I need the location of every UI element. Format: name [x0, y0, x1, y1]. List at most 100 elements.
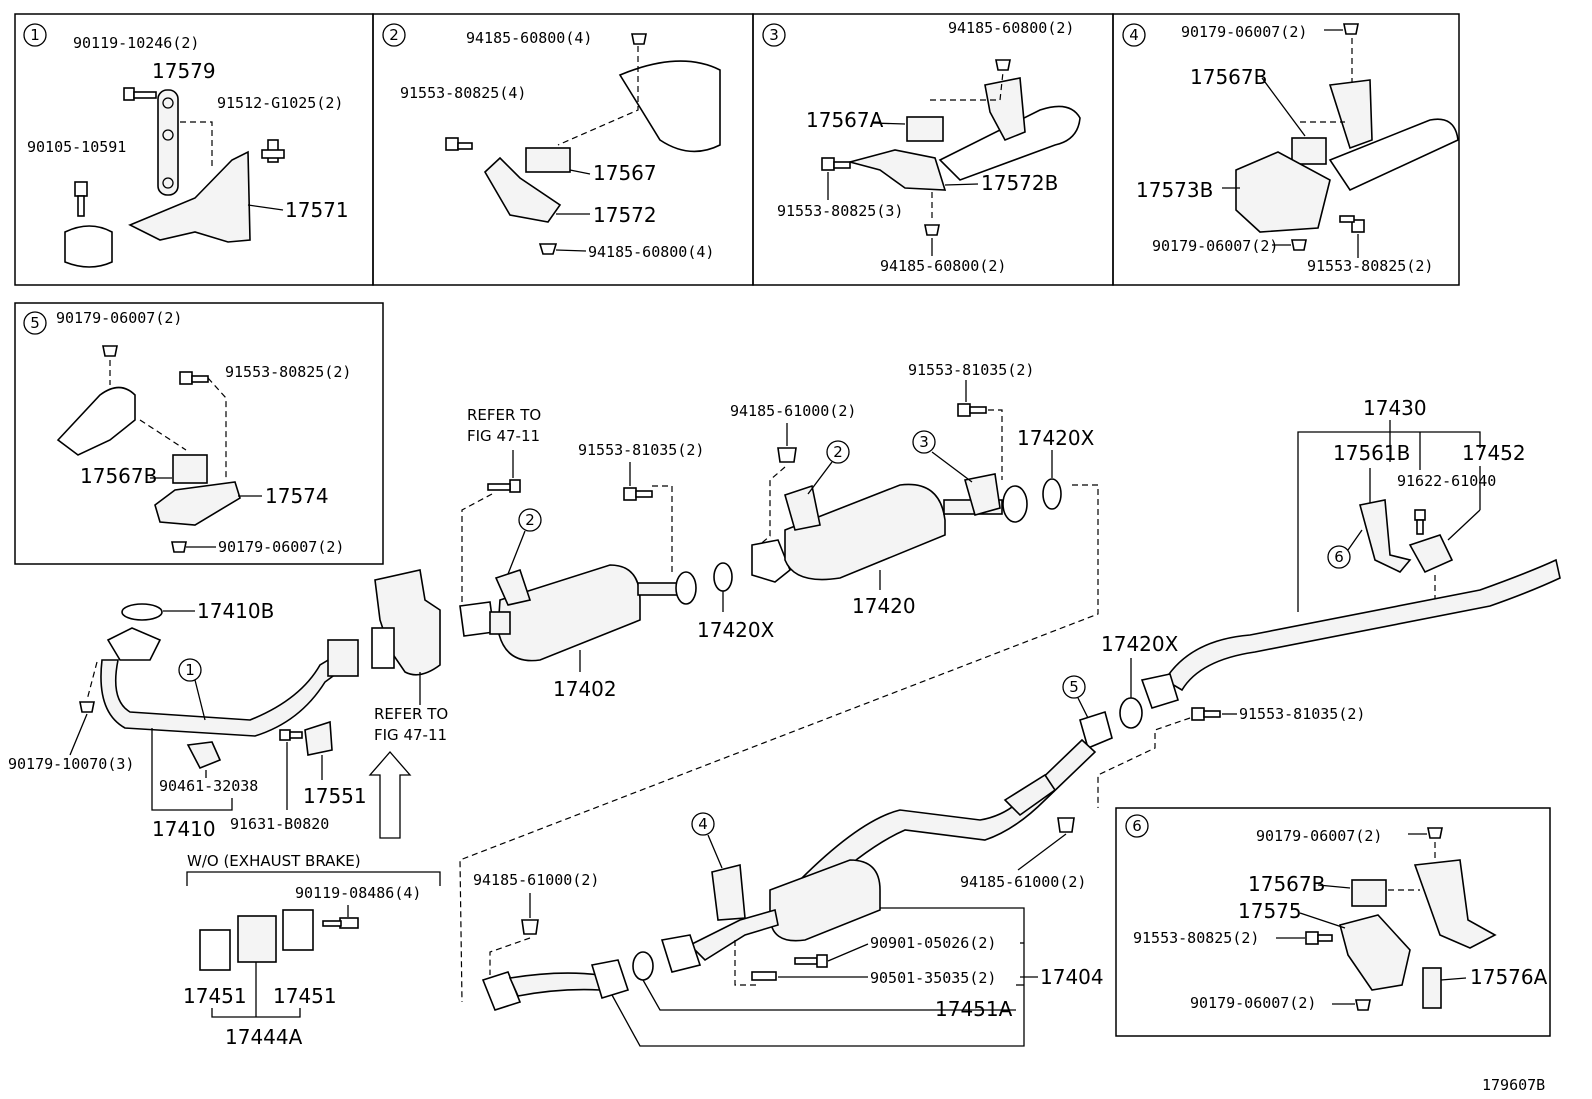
callout-2: 2 — [389, 26, 399, 44]
link-17579-part — [157, 89, 179, 196]
label-90179-10070: 90179-10070(3) — [8, 755, 134, 773]
nut-icon — [1057, 817, 1075, 833]
label-17410B: 17410B — [197, 599, 274, 623]
hanger-part — [1328, 79, 1373, 150]
label-17444A: 17444A — [225, 1025, 303, 1049]
label-17574: 17574 — [265, 484, 329, 508]
flange-part — [1140, 673, 1179, 709]
label-17451A: 17451A — [935, 997, 1013, 1021]
label-91553-80825-3: 91553-80825(3) — [777, 202, 903, 220]
front-pipe-17410-part — [100, 648, 349, 737]
refer-note-b-line2: FIG 47-11 — [374, 726, 447, 744]
muffler-17420-assembly: 94185-61000(2) 91553-81035(2) 17420X 2 3… — [459, 361, 1099, 1003]
callout-3: 3 — [769, 26, 779, 44]
gasket-17410B-part — [121, 603, 163, 621]
bracket-17573B-part — [1235, 151, 1331, 233]
nut-icon — [102, 345, 118, 357]
label-17420X-3: 17420X — [1101, 632, 1179, 656]
label-90179-06007-b6b: 90179-06007(2) — [1190, 994, 1316, 1012]
refer-note-b-line1: REFER TO — [374, 705, 448, 723]
label-91512-G1025: 91512-G1025(2) — [217, 94, 343, 112]
pipe-flange-part — [327, 639, 359, 677]
pipe-fragment-part — [56, 386, 136, 456]
detail-box-4: 4 90179-06007(2) 17567B 17573B 90179-060… — [1112, 13, 1460, 286]
pipe-fragment-part — [938, 105, 1081, 181]
label-17452: 17452 — [1462, 441, 1526, 465]
label-17420X-1: 17420X — [697, 618, 775, 642]
label-90119-08486: 90119-08486(4) — [295, 884, 421, 902]
detail-box-3: 3 94185-60800(2) 17567A 17572B 91553-808… — [752, 13, 1114, 286]
label-91553-81035-top: 91553-81035(2) — [908, 361, 1034, 379]
label-91553-80825-b6: 91553-80825(2) — [1133, 929, 1259, 947]
label-91553-80825-b5: 91553-80825(2) — [225, 363, 351, 381]
label-94185-60800-4-top: 94185-60800(4) — [466, 29, 592, 47]
bracket-17576A-part — [1422, 967, 1442, 1009]
flange-part — [751, 539, 791, 583]
bolt-icon — [74, 181, 88, 217]
nut-icon — [521, 919, 539, 935]
hanger-part — [984, 77, 1026, 142]
nut-icon — [1291, 239, 1307, 251]
gasket-17420X-part — [1119, 697, 1143, 729]
detail-box-6: 6 90179-06007(2) 17567B 17575 91553-8082… — [1115, 807, 1551, 1037]
label-94185-60800-2-top: 94185-60800(2) — [948, 19, 1074, 37]
mount-17567B-part — [1351, 879, 1387, 907]
callout-4: 4 — [1129, 26, 1139, 44]
label-wo-exhaust-brake: W/O (EXHAUST BRAKE) — [187, 852, 361, 870]
bolt-icon — [794, 954, 828, 968]
exhaust-brake-unit: REFER TO FIG 47-11 — [368, 569, 448, 839]
label-17576A: 17576A — [1470, 965, 1548, 989]
gasket-17420X-part — [1042, 478, 1062, 510]
detail-box-2: 2 94185-60800(4) 91553-80825(4) 17567 17… — [372, 13, 754, 286]
nut-icon — [631, 33, 647, 45]
bracket-17575-part — [1339, 914, 1411, 991]
center-pipe-assembly: 5 4 94185-61000(2) 94185-61000(2) 17451A — [473, 675, 1113, 1047]
bolt-icon — [623, 487, 653, 501]
label-17567: 17567 — [593, 161, 657, 185]
flex-joint-part — [1003, 773, 1057, 817]
label-90179-06007-b6t: 90179-06007(2) — [1256, 827, 1382, 845]
nut-icon — [777, 447, 797, 463]
label-17430: 17430 — [1363, 396, 1427, 420]
label-17572B: 17572B — [981, 171, 1058, 195]
label-17567B-b5: 17567B — [80, 464, 157, 488]
bracket-17574-part — [154, 481, 241, 526]
muffler-17402-part — [497, 564, 641, 662]
bolt-icon — [445, 137, 473, 151]
nut-icon — [538, 243, 558, 255]
nut-icon — [924, 224, 940, 236]
bolt-icon — [279, 729, 303, 741]
clamp-90461-part — [186, 741, 222, 770]
spring-icon — [751, 971, 777, 981]
flange-part — [106, 627, 162, 661]
label-17567B-b4: 17567B — [1190, 65, 1267, 89]
hanger-part — [1413, 859, 1497, 949]
label-17573B: 17573B — [1136, 178, 1213, 202]
bolt-icon — [1191, 707, 1221, 721]
nut-icon — [79, 701, 95, 713]
bolt-icon — [1414, 509, 1426, 535]
bolt-icon — [1339, 215, 1365, 233]
gasket-part — [632, 951, 654, 981]
nut-icon — [1427, 827, 1443, 839]
bolt-icon — [1305, 931, 1333, 945]
detail-box-1: 1 90119-10246(2) 17579 91512-G1025(2) 90… — [14, 13, 374, 286]
outlet-flange-part — [1002, 485, 1028, 523]
label-91631-B0820: 91631-B0820 — [230, 815, 329, 833]
label-90461-32038: 90461-32038 — [159, 777, 258, 795]
label-17410: 17410 — [152, 817, 216, 841]
nut-icon — [1343, 23, 1359, 35]
inlet-pipe-part — [489, 611, 511, 635]
label-94185-60800-2-bot: 94185-60800(2) — [880, 257, 1006, 275]
hanger-part — [711, 863, 746, 921]
label-91553-81035-mid: 91553-81035(2) — [578, 441, 704, 459]
label-91553-81035-right: 91553-81035(2) — [1239, 705, 1365, 723]
label-17561B: 17561B — [1333, 441, 1410, 465]
hanger-part — [494, 568, 532, 606]
label-90179-06007-b5b: 90179-06007(2) — [218, 538, 344, 556]
flange-part — [459, 601, 495, 637]
pipe-fragment-part — [1328, 118, 1459, 192]
brake-gasket-part — [371, 627, 395, 669]
callout-6-on-tail: 6 — [1334, 548, 1344, 566]
outlet-flange-part — [675, 571, 697, 605]
